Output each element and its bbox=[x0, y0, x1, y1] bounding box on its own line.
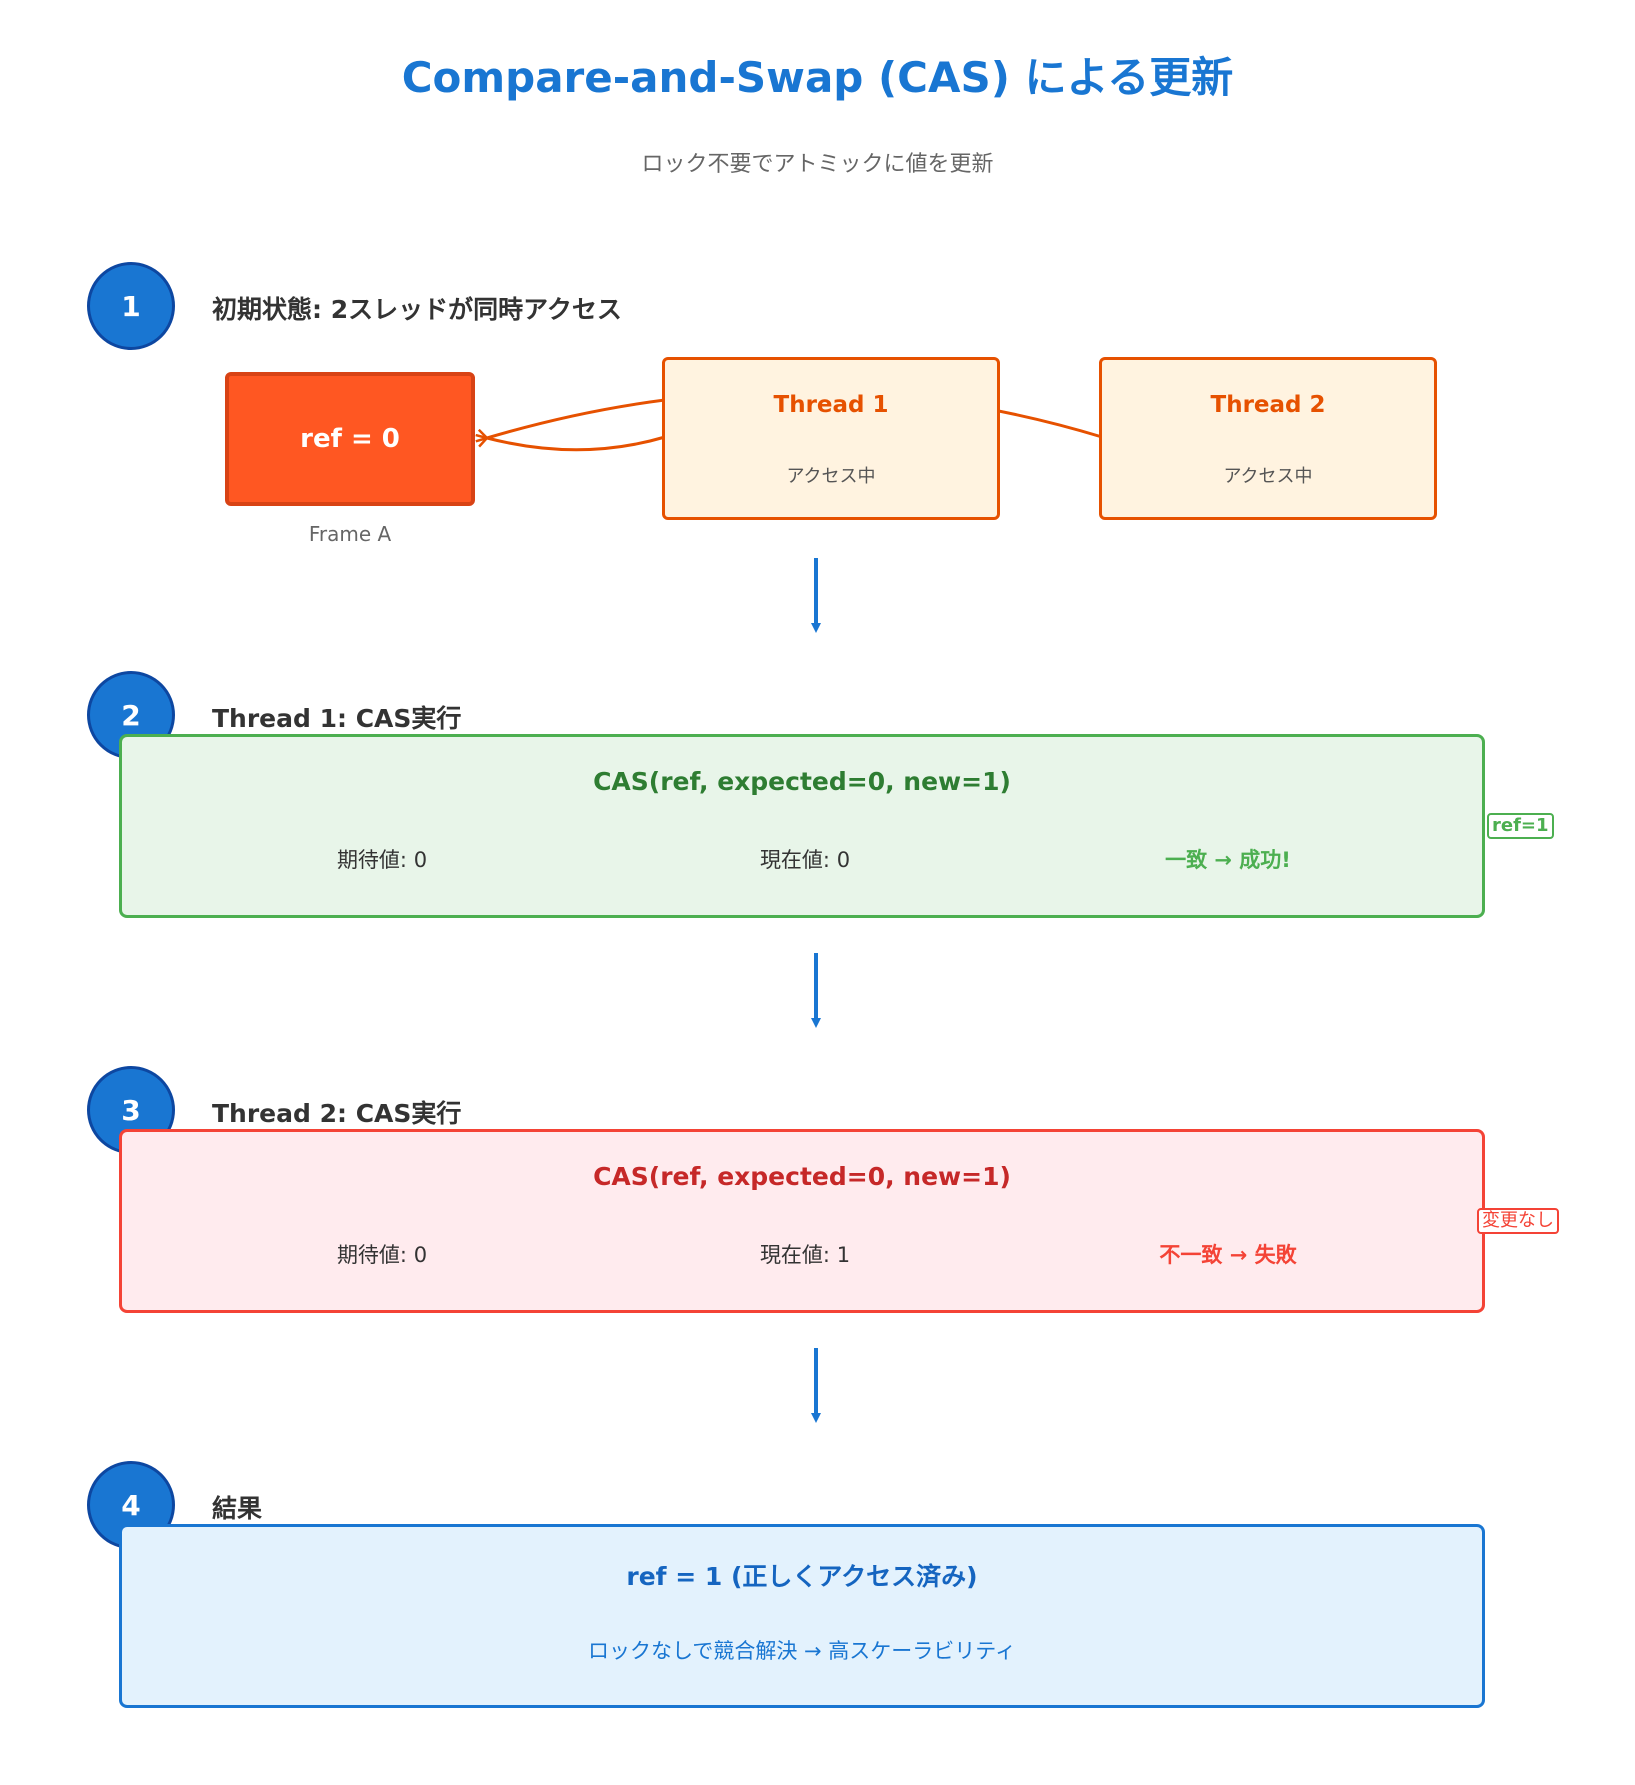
no-change-badge: 変更なし bbox=[1477, 1208, 1559, 1234]
thread-2-expected-value: 期待値: 0 bbox=[336, 1243, 428, 1267]
thread-2-box: Thread 2 アクセス中 bbox=[1099, 357, 1437, 520]
thread-2-name: Thread 2 bbox=[1210, 392, 1326, 418]
diagram-title: Compare-and-Swap (CAS) による更新 bbox=[401, 53, 1234, 102]
step-3-number: 3 bbox=[121, 1093, 141, 1127]
step-2-title: Thread 1: CAS実行 bbox=[212, 704, 462, 733]
thread1-access-arrow bbox=[487, 437, 666, 452]
thread-2-status: アクセス中 bbox=[1223, 466, 1313, 487]
thread-1-cas-outcome: 一致 → 成功! bbox=[1165, 848, 1291, 872]
thread-1-expected-value: 期待値: 0 bbox=[336, 848, 428, 872]
step-2-number: 2 bbox=[121, 698, 141, 732]
thread-1-status: アクセス中 bbox=[786, 466, 876, 487]
result-note: ロックなしで競合解決 → 高スケーラビリティ bbox=[587, 1639, 1017, 1663]
thread-1-box: Thread 1 アクセス中 bbox=[662, 357, 1000, 520]
thread-1-cas-operation: CAS(ref, expected=0, new=1) bbox=[593, 767, 1011, 796]
frame-value: ref = 0 bbox=[300, 424, 400, 454]
result-panel: ref = 1 (正しくアクセス済み) ロックなしで競合解決 → 高スケーラビリ… bbox=[119, 1524, 1485, 1708]
thread-2-cas-operation: CAS(ref, expected=0, new=1) bbox=[593, 1162, 1011, 1191]
thread-1-current-value: 現在値: 0 bbox=[759, 848, 851, 872]
step-4-title: 結果 bbox=[212, 1494, 263, 1523]
frame-a-box: ref = 0 bbox=[225, 372, 475, 506]
step-4-number: 4 bbox=[121, 1488, 141, 1522]
step-1-number: 1 bbox=[121, 289, 141, 323]
thread-1-cas-panel: CAS(ref, expected=0, new=1) 期待値: 0 現在値: … bbox=[119, 734, 1485, 918]
step-1-circle: 1 bbox=[87, 262, 175, 350]
diagram-subtitle: ロック不要でアトミックに値を更新 bbox=[641, 152, 994, 177]
thread-2-cas-outcome: 不一致 → 失敗 bbox=[1159, 1243, 1297, 1267]
result-value: ref = 1 (正しくアクセス済み) bbox=[626, 1562, 978, 1591]
step-3-title: Thread 2: CAS実行 bbox=[212, 1099, 462, 1128]
frame-a-label: Frame A bbox=[308, 522, 392, 546]
step-1-title: 初期状態: 2スレッドが同時アクセス bbox=[212, 295, 622, 324]
thread-1-name: Thread 1 bbox=[773, 392, 889, 418]
ref-updated-badge: ref=1 bbox=[1487, 813, 1554, 839]
thread-2-cas-panel: CAS(ref, expected=0, new=1) 期待値: 0 現在値: … bbox=[119, 1129, 1485, 1313]
thread-2-current-value: 現在値: 1 bbox=[759, 1243, 851, 1267]
